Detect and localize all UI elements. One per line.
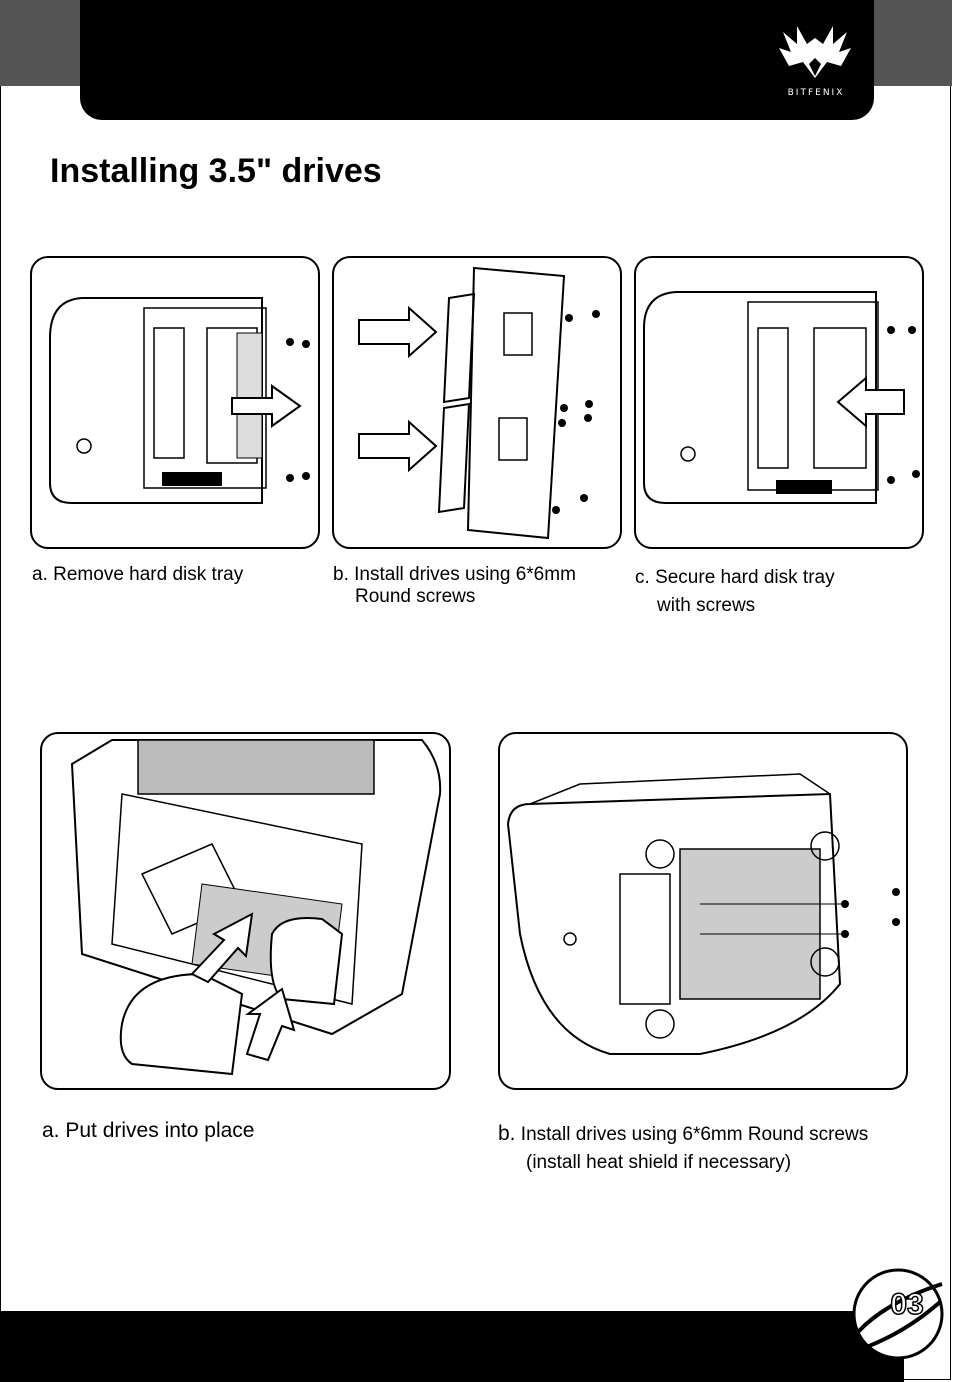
- header-corner-left: [0, 0, 80, 86]
- step-letter: a.: [42, 1119, 60, 1142]
- step-text: Secure hard disk tray: [655, 567, 835, 588]
- illustration-install-drives-tray: [332, 256, 622, 549]
- bitfenix-logo-icon: [779, 26, 851, 78]
- step-bottom-b-caption: b. Install drives using 6*6mm Round scre…: [498, 1120, 948, 1177]
- page-number-badge-icon: [852, 1268, 944, 1360]
- step-top-c-caption: c. Secure hard disk tray with screws: [635, 564, 935, 620]
- step-letter: b.: [498, 1122, 516, 1145]
- illustration-secure-tray: [634, 256, 924, 549]
- header-bar: [80, 0, 874, 120]
- page-number: 03: [890, 1287, 925, 1322]
- step-letter: a.: [32, 564, 48, 585]
- step-bottom-a-caption: a. Put drives into place: [42, 1120, 442, 1142]
- header-corner-right: [874, 0, 952, 86]
- illustration-remove-tray: [30, 256, 320, 549]
- illustration-install-drives-bottom: [498, 732, 908, 1090]
- footer-bar: [0, 1311, 904, 1382]
- illustration-put-drives-in-place: [40, 732, 451, 1090]
- step-letter: b.: [333, 564, 349, 585]
- step-top-b-caption: b. Install drives using 6*6mm Round scre…: [333, 564, 633, 608]
- step-text: Remove hard disk tray: [53, 564, 244, 585]
- step-text-continued: with screws: [657, 595, 756, 616]
- step-text: Install drives using 6*6mm: [354, 564, 576, 585]
- step-text: Install drives using 6*6mm Round screws: [520, 1124, 869, 1145]
- page-title: Installing 3.5" drives: [50, 152, 382, 190]
- step-text-continued: Round screws: [355, 586, 476, 607]
- step-letter: c.: [635, 567, 650, 588]
- step-top-a-caption: a. Remove hard disk tray: [32, 564, 322, 586]
- step-text-continued: (install heat shield if necessary): [526, 1152, 792, 1173]
- brand-logo-text: BITFENIX: [787, 88, 845, 98]
- step-text: Put drives into place: [65, 1119, 255, 1142]
